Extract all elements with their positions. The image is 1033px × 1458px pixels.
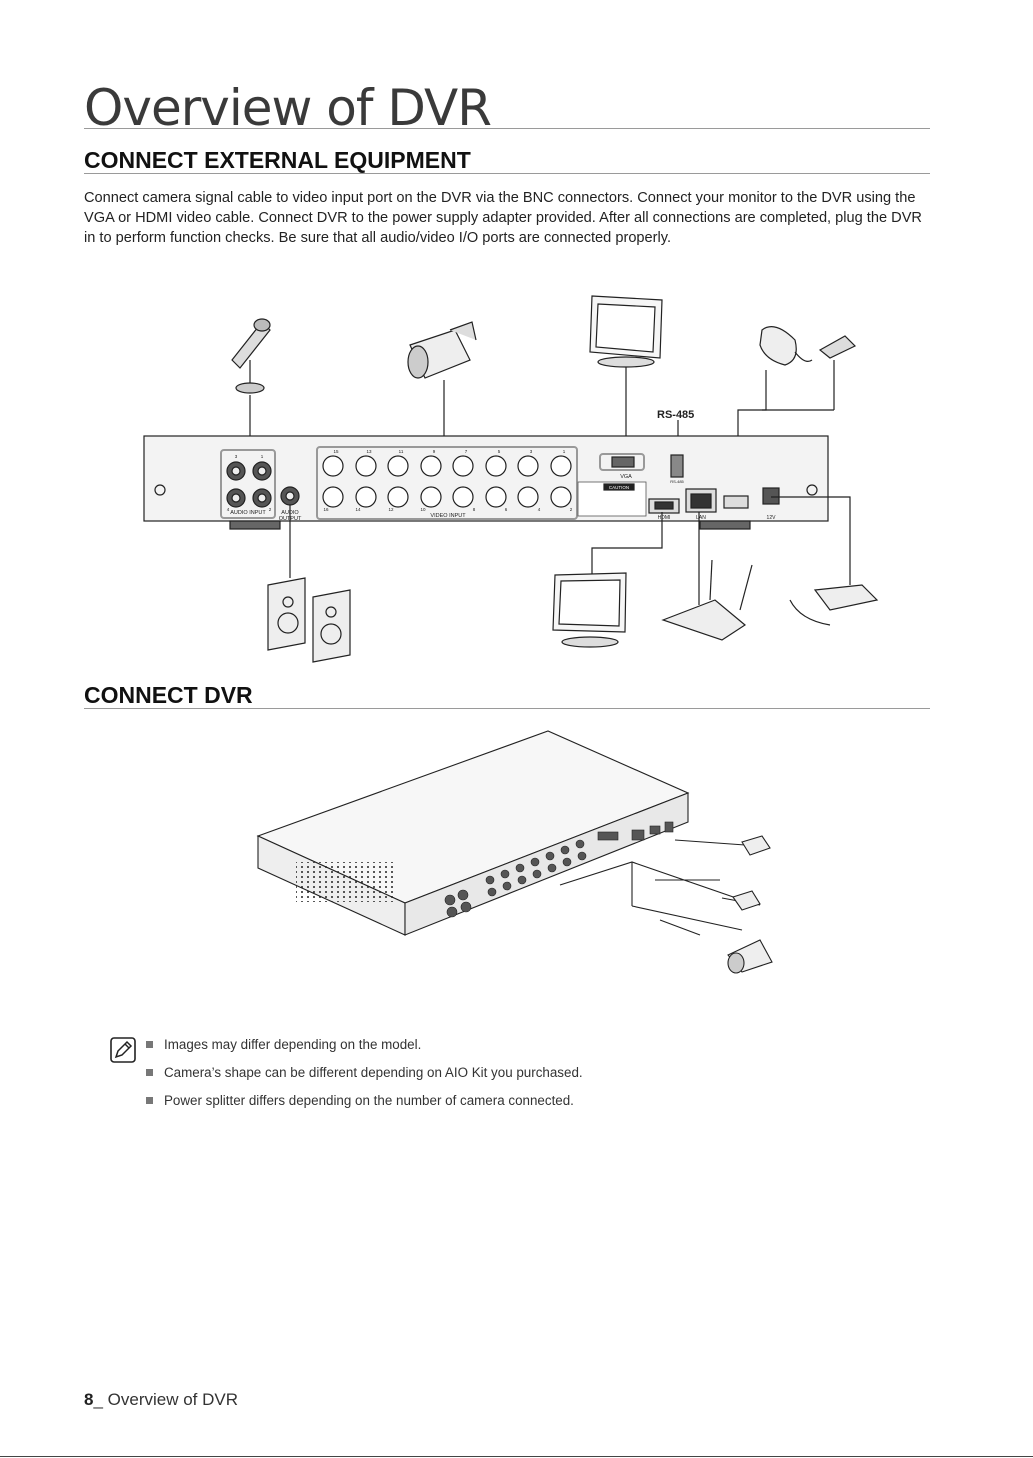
video-port-number: 1 — [563, 449, 566, 454]
dvr-rear-panel — [143, 435, 829, 530]
power-port-label: 12V — [767, 515, 777, 521]
audio-input-label: AUDIO INPUT — [230, 510, 266, 516]
square-bullet-icon — [146, 1069, 153, 1076]
section-rule — [84, 173, 930, 174]
power-adapter-icon — [789, 584, 879, 626]
bottom-rule — [0, 1456, 1033, 1457]
hdmi-port-label: HDMI — [658, 515, 671, 521]
rs485-port-label: RS-485 — [670, 479, 684, 484]
video-port-number: 4 — [538, 507, 541, 512]
audio-output-label-line2: OUTPUT — [279, 516, 302, 522]
video-port-number: 8 — [473, 507, 476, 512]
audio-port-number: 2 — [269, 507, 272, 512]
section-heading-external-equipment: CONNECT EXTERNAL EQUIPMENT — [84, 147, 471, 173]
audio-port-number: 4 — [227, 507, 230, 512]
video-port-number: 13 — [366, 449, 372, 454]
vga-monitor-icon — [589, 295, 663, 368]
section-heading-connect-dvr: CONNECT DVR — [84, 682, 253, 708]
hdmi-monitor-icon — [552, 572, 627, 648]
audio-port-number: 1 — [261, 454, 264, 459]
microphone-icon — [231, 318, 271, 394]
square-bullet-icon — [146, 1097, 153, 1104]
video-port-number: 14 — [355, 507, 361, 512]
title-rule — [84, 128, 930, 129]
intro-paragraph: Connect camera signal cable to video inp… — [84, 190, 922, 246]
audio-output-label-line1: AUDIO — [281, 510, 299, 516]
note-pencil-icon — [110, 1037, 136, 1063]
usb-drive-icon — [818, 335, 857, 359]
note-item: Images may differ depending on the model… — [146, 1037, 846, 1053]
note-item: Power splitter differs depending on the … — [146, 1093, 846, 1109]
external-equipment-diagram: RS-485 AUDIO INPUT AUDIO OUTPUT VIDEO IN… — [143, 295, 879, 663]
square-bullet-icon — [146, 1041, 153, 1048]
lan-port-label: LAN — [696, 515, 706, 521]
video-port-number: 5 — [498, 449, 501, 454]
audio-port-number: 3 — [235, 454, 238, 459]
footer-section-name: _ Overview of DVR — [93, 1390, 239, 1409]
speakers-icon — [267, 577, 351, 663]
router-icon — [661, 559, 753, 641]
video-port-number: 15 — [333, 449, 339, 454]
connect-dvr-diagram — [256, 730, 773, 974]
rs485-callout: RS-485 — [657, 409, 694, 421]
camera-icon — [407, 321, 477, 379]
note-list: Images may differ depending on the model… — [146, 1037, 846, 1121]
mouse-icon — [759, 326, 813, 366]
video-port-number: 9 — [433, 449, 436, 454]
video-port-number: 3 — [530, 449, 533, 454]
video-port-number: 6 — [505, 507, 508, 512]
caution-label: CAUTION — [609, 485, 629, 490]
page-footer: 8_ Overview of DVR — [84, 1390, 238, 1410]
video-port-number: 12 — [388, 507, 394, 512]
video-port-number: 10 — [420, 507, 426, 512]
video-port-number: 2 — [570, 507, 573, 512]
vga-port-label: VGA — [620, 474, 632, 480]
page-number: 8 — [84, 1390, 94, 1409]
video-port-number: 11 — [399, 449, 404, 454]
note-item: Camera’s shape can be different dependin… — [146, 1065, 846, 1081]
page-title: Overview of DVR — [84, 79, 492, 137]
video-input-label: VIDEO INPUT — [430, 513, 466, 519]
section-rule — [84, 708, 930, 709]
video-port-number: 16 — [323, 507, 329, 512]
video-port-number: 7 — [465, 449, 468, 454]
